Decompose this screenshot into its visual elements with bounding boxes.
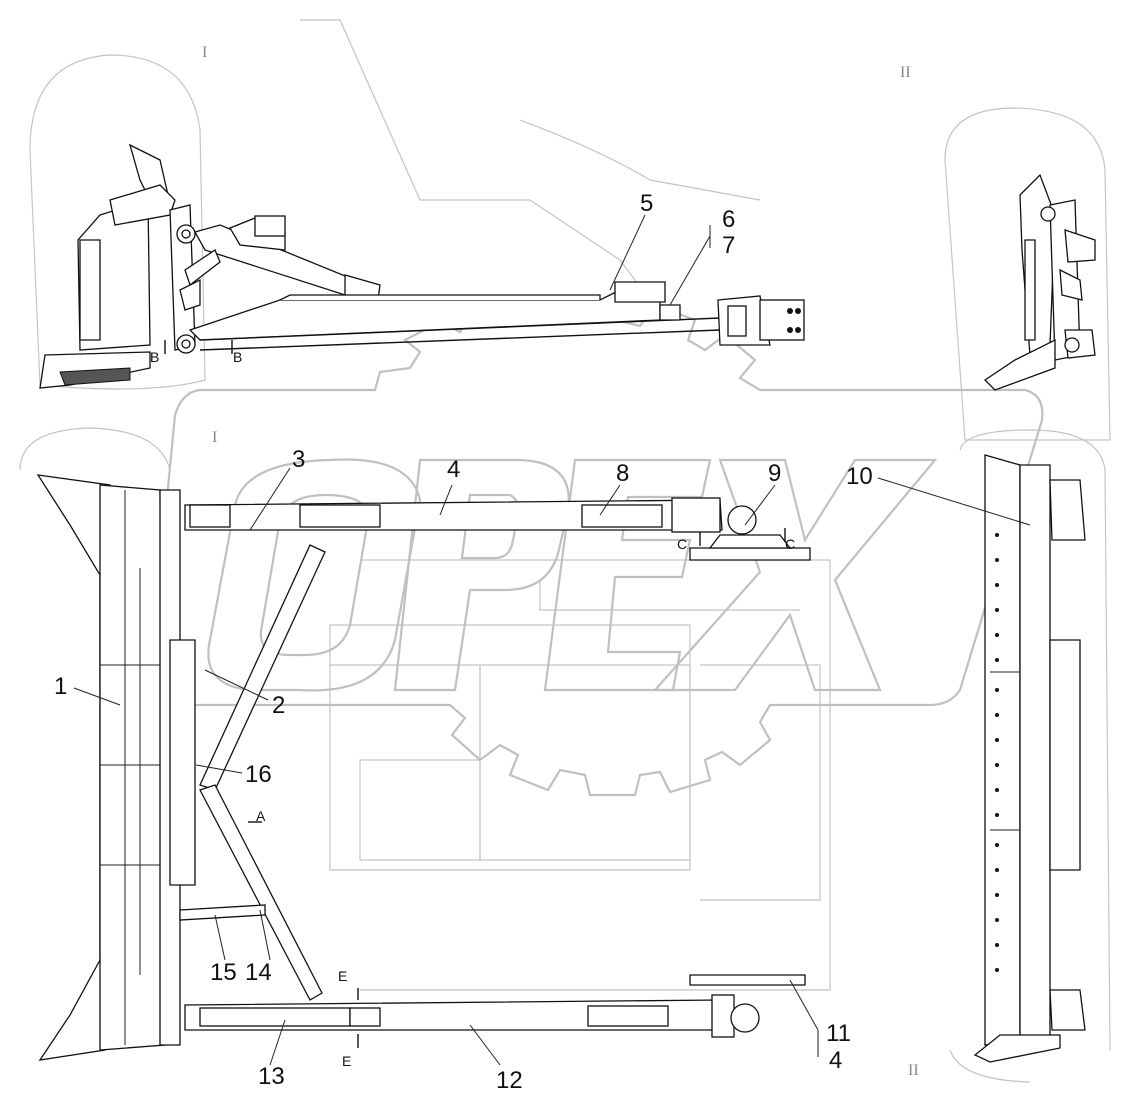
section-label-C-right: C	[785, 536, 795, 552]
brace-2	[199, 544, 326, 791]
view-label-I-top: I	[202, 44, 207, 61]
part-number-10: 10	[846, 463, 873, 490]
part-number-11: 11	[826, 1020, 851, 1047]
section-label-B-right: B	[233, 349, 242, 365]
section-label-E-bottom: E	[342, 1053, 351, 1069]
part-number-2: 2	[272, 692, 285, 719]
part-number-6: 6	[722, 206, 735, 233]
part-number-9: 9	[768, 460, 781, 487]
blade-front-view-II	[973, 454, 1086, 1063]
plan-view-assembly	[36, 474, 811, 1061]
section-label-C-left: C	[677, 536, 687, 552]
part-number-4: 4	[447, 456, 460, 483]
part-number-16: 16	[245, 761, 272, 788]
part-number-8: 8	[616, 460, 629, 487]
view-label-I-plan: I	[212, 429, 217, 446]
view-labels: I I II II	[202, 44, 919, 1079]
part-number-3: 3	[292, 446, 305, 473]
leader-lines	[73, 214, 1031, 1066]
part-number-5: 5	[640, 190, 653, 217]
section-label-E-top: E	[338, 968, 347, 984]
section-labels: B B C C E E A	[150, 349, 795, 1069]
part-number-4-lower: 4	[829, 1047, 842, 1074]
part-number-13: 13	[258, 1063, 285, 1090]
view-label-II-top: II	[900, 64, 911, 81]
view-label-II-bottom: II	[908, 1062, 919, 1079]
blade-front	[984, 454, 1021, 1046]
part-number-15: 15	[210, 959, 237, 986]
opex-watermark	[148, 298, 1044, 797]
part-number-1: 1	[54, 673, 67, 700]
part-number-12: 12	[496, 1067, 523, 1094]
part-number-labels: 1 2 3 4 5 6 7 8 9 10 11 4 12 13 14 15 16	[54, 190, 873, 1094]
ghost-outlines	[19, 19, 1111, 1083]
part-number-7: 7	[722, 232, 735, 259]
side-view-assembly	[39, 143, 805, 389]
section-label-A: A	[256, 808, 266, 824]
part-number-14: 14	[245, 959, 272, 986]
section-label-B-left: B	[150, 349, 159, 365]
front-view-II	[983, 173, 1096, 391]
